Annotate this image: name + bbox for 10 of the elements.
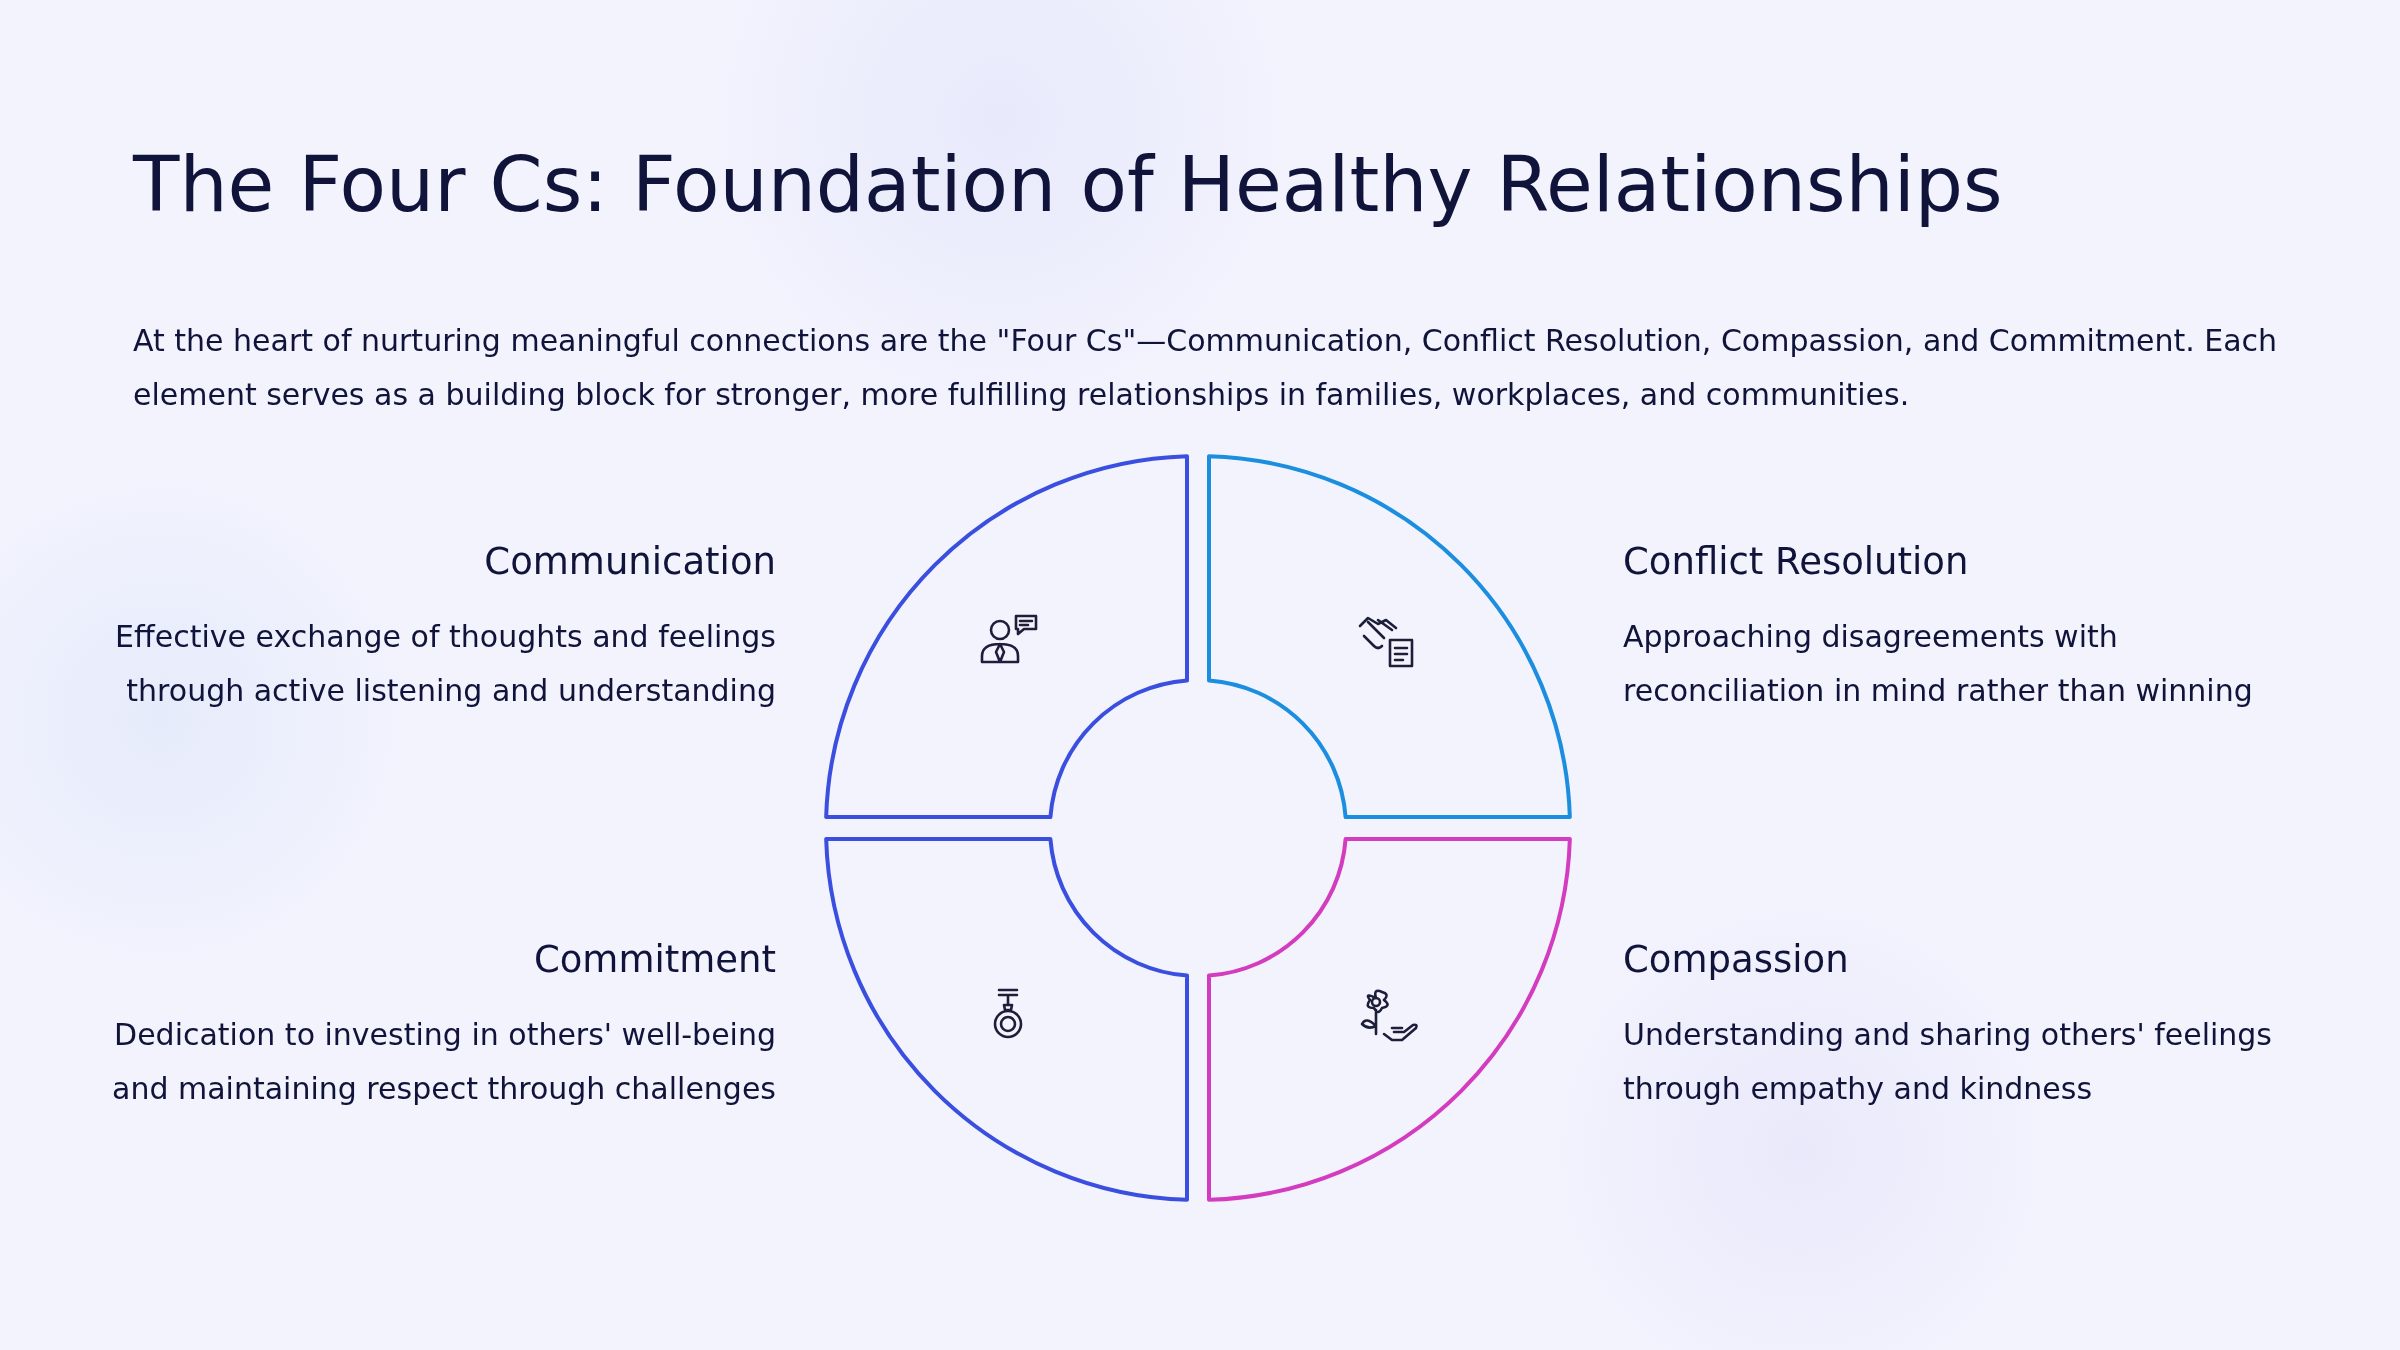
segment-description: Dedication to investing in others' well-being and maintaining respect through challenges [111, 1016, 776, 1108]
segment-heading: Communication [484, 540, 776, 583]
segment-heading: Compassion [1623, 938, 1849, 981]
segment-description: Understanding and sharing others' feelings through empathy and kindness [1623, 1016, 2273, 1108]
title: The Four Cs: Foundation of Healthy Relationships [133, 140, 2003, 229]
intro-paragraph: At the heart of nurturing meaningful connections are the "Four Cs"—Communication, Conflict Resolution, Compassion, and Commitment. Each element serves as a building block for stronger, more fulfilling relationships in families, workplaces, and communities. [133, 322, 2279, 414]
segment-heading: Commitment [533, 938, 776, 981]
segment-description: Approaching disagreements with reconciliation in mind rather than winning [1623, 618, 2254, 710]
segment-heading: Conflict Resolution [1623, 540, 1969, 583]
segment-description: Effective exchange of thoughts and feelings through active listening and understanding [114, 618, 776, 710]
